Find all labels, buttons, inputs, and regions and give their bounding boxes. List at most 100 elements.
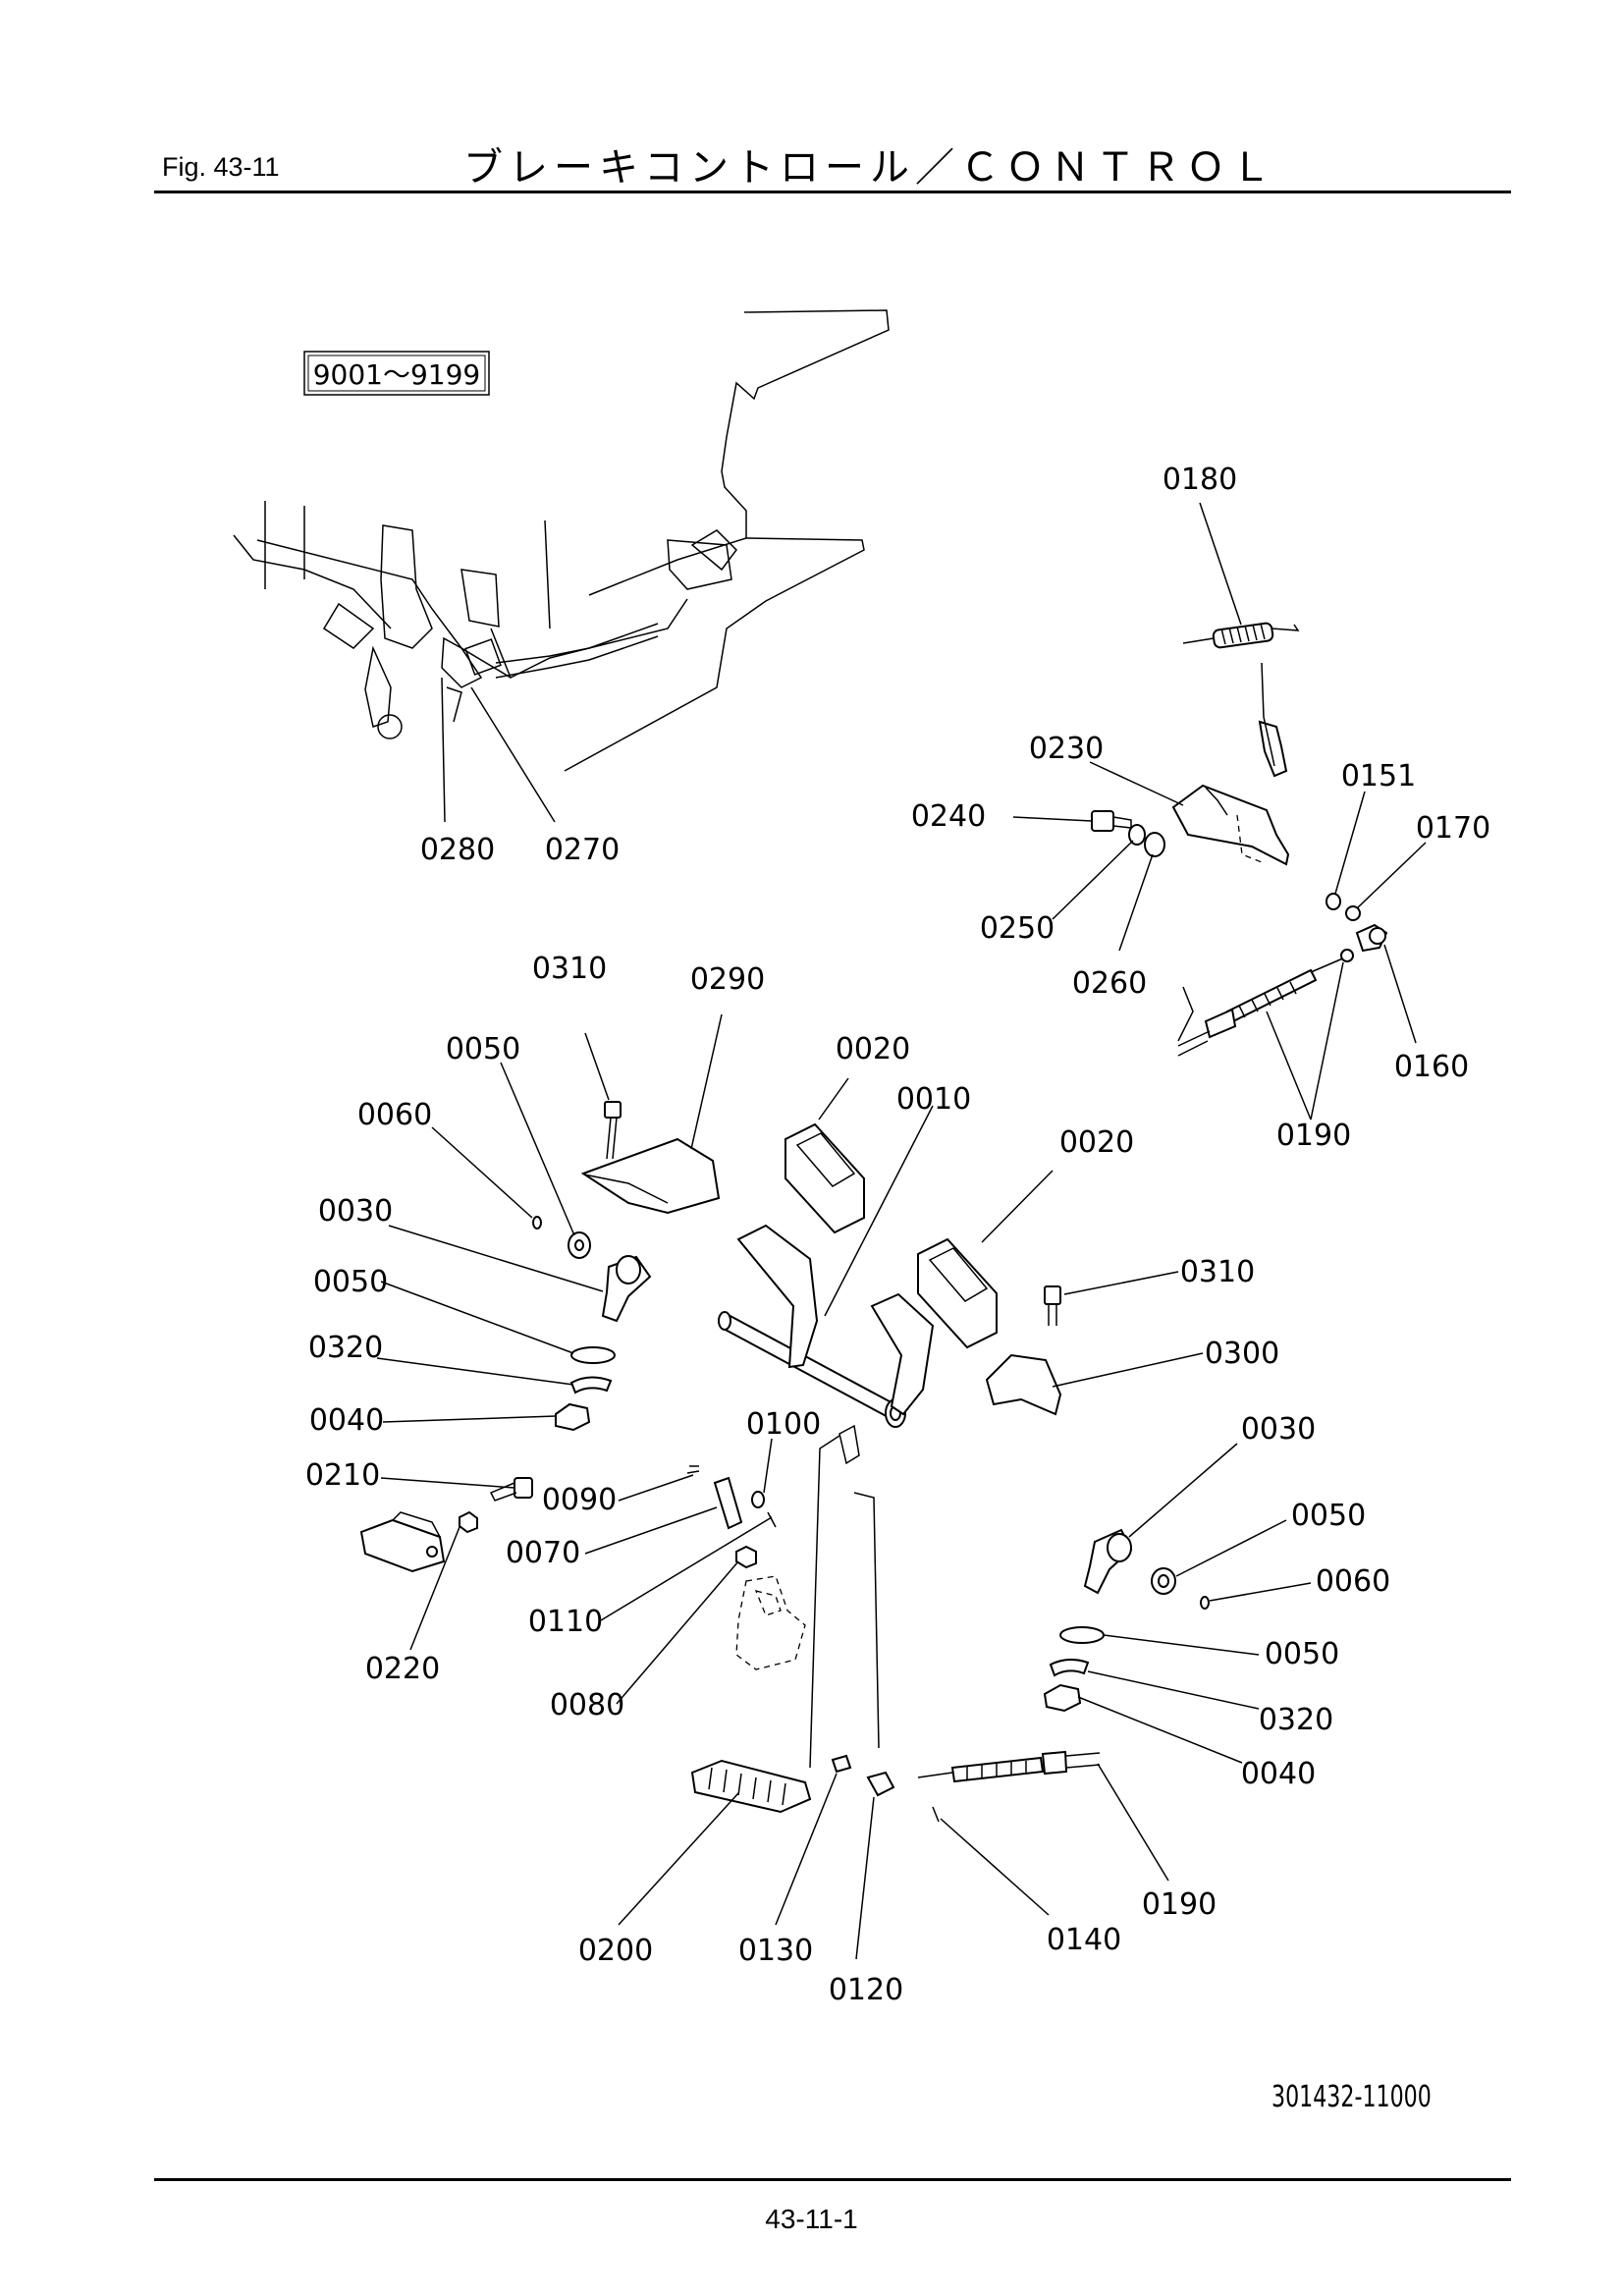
snap-ring-0060-right: [1200, 1596, 1210, 1610]
cable-bracket-assembly: [1091, 622, 1388, 1057]
page-number: 43-11-1: [765, 2204, 858, 2234]
callout-0170: 0170: [1416, 811, 1490, 846]
callout-0050-a: 0050: [446, 1032, 520, 1066]
nut-0040-left: [555, 1402, 591, 1432]
callout-0140: 0140: [1047, 1923, 1121, 1957]
rod-end-0030-left: [601, 1255, 652, 1323]
washer-0050-lower-right: [1059, 1626, 1105, 1644]
clevis-0070: [713, 1476, 743, 1530]
callout-0030-a: 0030: [318, 1194, 393, 1229]
callout-0010: 0010: [896, 1082, 971, 1117]
master-cylinder-ref: [735, 1575, 806, 1670]
callout-0050-d: 0050: [1265, 1637, 1339, 1671]
callout-0060-b: 0060: [1316, 1564, 1390, 1599]
callout-0310-lower: 0310: [1180, 1255, 1255, 1289]
rod-end-0160: [1355, 923, 1388, 953]
header-rule: [154, 191, 1511, 193]
callout-0130: 0130: [738, 1934, 813, 1968]
cover-0290: [580, 1137, 721, 1215]
footer-rule: [154, 2178, 1511, 2181]
lock-washer-0320-right: [1049, 1659, 1090, 1677]
pin-0090: [686, 1465, 700, 1474]
pedal-arm-right: [870, 1292, 935, 1416]
callout-0050-c: 0050: [1291, 1499, 1366, 1533]
bracket-0230: [1171, 784, 1290, 866]
cover-0300: [985, 1353, 1062, 1416]
leader-lines: [376, 502, 1427, 1960]
drawing-number: 301432-11000: [1271, 2080, 1432, 2114]
callout-0180: 0180: [1163, 463, 1237, 497]
callout-0280: 0280: [420, 833, 495, 867]
washer-0170: [1345, 905, 1361, 921]
callout-0100: 0100: [746, 1407, 821, 1442]
callout-0190-lower: 0190: [1142, 1887, 1217, 1922]
cotter-0140: [932, 1806, 940, 1823]
callout-0250: 0250: [980, 911, 1055, 946]
lock-washer-0320-left: [569, 1376, 613, 1394]
callout-0120: 0120: [829, 1973, 903, 2007]
callout-0020-a: 0020: [836, 1032, 910, 1066]
callout-0030-b: 0030: [1241, 1412, 1316, 1447]
callout-0160: 0160: [1394, 1050, 1469, 1084]
washer-0050-lower-left: [570, 1346, 616, 1364]
callout-0060-a: 0060: [357, 1098, 432, 1132]
callout-0090: 0090: [542, 1483, 617, 1517]
pedal-pad-0020-left: [784, 1122, 865, 1234]
callout-0151: 0151: [1341, 759, 1416, 793]
figure-title: ブレーキコントロール／ＣＯＮＴＲＯＬ: [463, 145, 1276, 191]
callout-0200: 0200: [578, 1934, 653, 1968]
callout-labels: 0180 0230 0151 0240 0170 0250 0260 0160 …: [305, 463, 1490, 2007]
clevis-0120: [866, 1771, 895, 1797]
rod-end-0030-right: [1083, 1528, 1133, 1595]
callout-0260: 0260: [1072, 966, 1147, 1001]
bolt-0310-right: [1044, 1285, 1061, 1326]
bolt-0240: [1091, 810, 1132, 832]
brake-cable-0190-upper: [1177, 949, 1354, 1057]
callout-0270: 0270: [545, 833, 620, 867]
pedal-arm-left: [736, 1224, 819, 1369]
washer-0050-right-hole: [1158, 1574, 1169, 1588]
pin-0130: [831, 1754, 852, 1774]
callout-0210: 0210: [305, 1458, 380, 1493]
washer-0250: [1128, 824, 1146, 846]
callout-0310-upper: 0310: [532, 952, 607, 986]
bolt-0310-left: [604, 1101, 622, 1160]
bolt-0210: [489, 1477, 533, 1502]
pedal-shaft-assembly: [359, 1101, 1210, 1823]
pedal-pad-0020-right: [917, 1237, 998, 1349]
washer-0100: [751, 1491, 765, 1508]
callout-0110: 0110: [528, 1605, 603, 1639]
callout-0050-b: 0050: [313, 1265, 388, 1299]
lower-arm: [839, 1424, 860, 1465]
nut-0080: [735, 1545, 757, 1569]
bracket-0220: [359, 1511, 446, 1573]
callout-0320-a: 0320: [308, 1331, 383, 1365]
overview-assembly: [233, 309, 890, 772]
serial-range-label: 9001～9199: [313, 358, 481, 391]
callout-0040-b: 0040: [1241, 1757, 1316, 1791]
cotter-0110: [767, 1511, 777, 1528]
washer-0260: [1144, 832, 1165, 857]
plate-part: [1258, 720, 1288, 778]
callout-0190-upper: 0190: [1276, 1119, 1351, 1153]
snap-ring-0060-left: [532, 1216, 542, 1230]
callout-0220: 0220: [365, 1652, 440, 1686]
nut-0040-right: [1043, 1683, 1082, 1713]
figure-number: Fig. 43-11: [162, 152, 280, 182]
return-spring-0200: [690, 1759, 812, 1814]
callout-0080: 0080: [550, 1688, 624, 1722]
callout-0290: 0290: [690, 962, 765, 997]
callout-0020-b: 0020: [1059, 1125, 1134, 1160]
washer-0050-left-hole: [574, 1239, 584, 1251]
callout-0240: 0240: [911, 799, 986, 834]
callout-0040-a: 0040: [309, 1403, 384, 1438]
callout-0230: 0230: [1029, 732, 1104, 766]
nut-0220: [459, 1510, 478, 1534]
callout-0300: 0300: [1205, 1337, 1279, 1371]
callout-0320-b: 0320: [1259, 1703, 1333, 1737]
brake-cable-0190-lower: [917, 1750, 1101, 1783]
callout-0070: 0070: [506, 1536, 580, 1570]
nut-0151: [1325, 893, 1341, 910]
serial-range-box: 9001～9199: [303, 351, 490, 396]
